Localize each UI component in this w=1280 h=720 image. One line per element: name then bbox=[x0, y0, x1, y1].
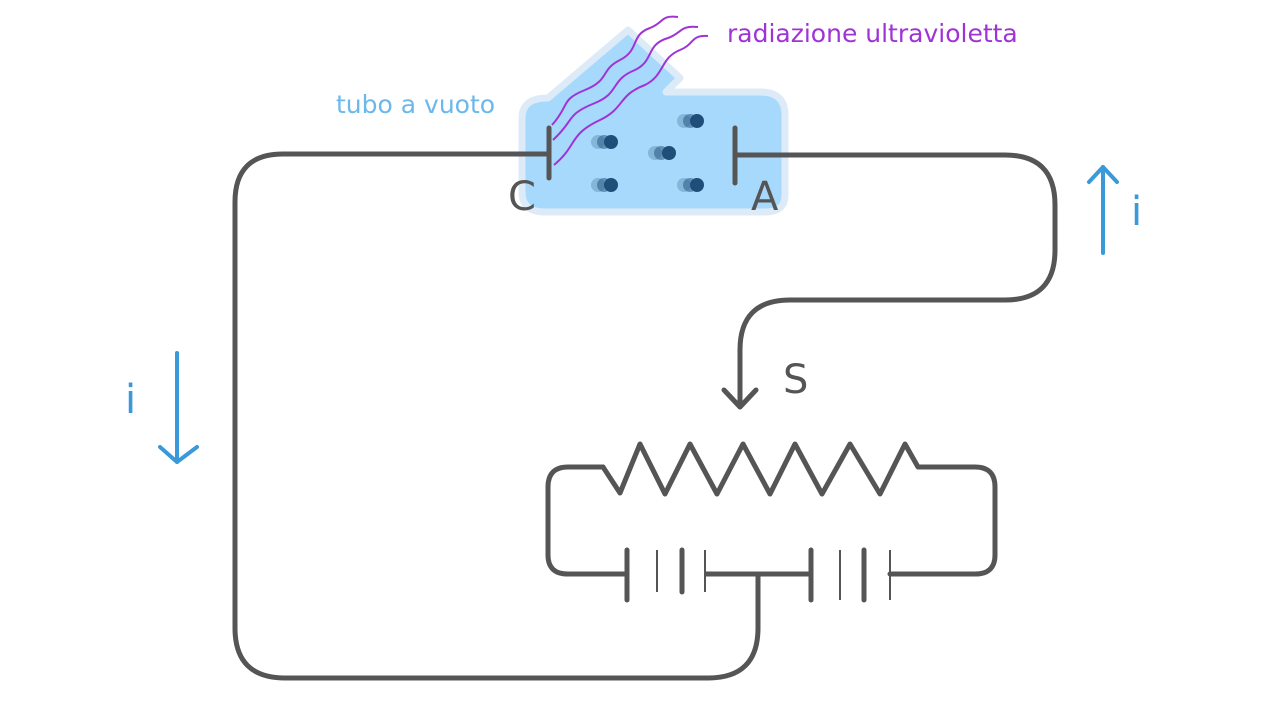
radiation-label: radiazione ultravioletta bbox=[727, 19, 1018, 48]
electron bbox=[677, 114, 704, 128]
battery bbox=[624, 547, 891, 603]
anode-label: A bbox=[751, 174, 779, 220]
cathode-label: C bbox=[508, 174, 536, 220]
wire-left-resistor bbox=[545, 464, 630, 577]
uv-wave bbox=[552, 25, 699, 141]
wire-left-loop bbox=[232, 151, 761, 681]
uv-wave bbox=[551, 15, 679, 126]
current-arrow-down-icon bbox=[158, 351, 199, 464]
tube-label: tubo a vuoto bbox=[336, 90, 495, 119]
electron bbox=[591, 178, 618, 192]
potentiometer-resistor bbox=[600, 441, 998, 577]
electron bbox=[648, 146, 676, 160]
electron bbox=[591, 135, 618, 149]
electrons bbox=[591, 114, 704, 192]
uv-radiation-waves bbox=[551, 15, 709, 166]
vacuum-tube bbox=[518, 26, 789, 216]
current-label-left: i bbox=[125, 377, 136, 423]
current-label-right: i bbox=[1131, 189, 1142, 235]
electron bbox=[677, 178, 704, 192]
slider-arrowhead bbox=[721, 387, 759, 410]
wire-right-loop bbox=[732, 152, 1058, 408]
current-arrow-up-icon bbox=[1087, 165, 1119, 255]
slider-label: S bbox=[783, 357, 808, 403]
uv-wave bbox=[553, 34, 709, 166]
